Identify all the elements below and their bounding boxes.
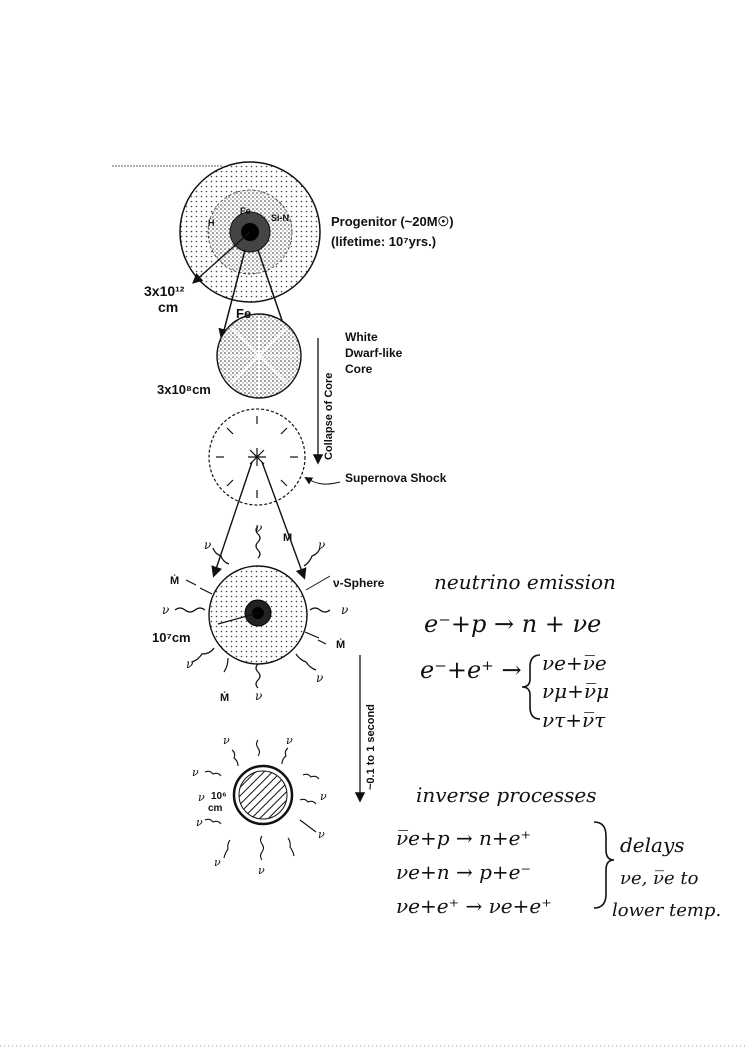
nu-label-topleft: ν bbox=[204, 538, 211, 552]
white-dwarf-core bbox=[216, 313, 302, 399]
core-element-label: Fe bbox=[236, 306, 251, 321]
neutrino-sphere-radius: 10⁷cm bbox=[152, 630, 191, 645]
supernova-shock bbox=[208, 408, 306, 506]
progenitor-radius-unit: cm bbox=[158, 299, 178, 315]
mdot-label-top: Ṁ bbox=[283, 531, 292, 544]
neutrino-rays bbox=[174, 525, 331, 689]
ns-nu-6: ν bbox=[196, 816, 203, 829]
ns-nu-8: ν bbox=[214, 856, 221, 869]
timescale-label: ~0.1 to 1 second bbox=[365, 704, 377, 790]
emission-eq-2-lhs: e⁻+e⁺ → bbox=[420, 656, 522, 684]
shock-pointer bbox=[304, 476, 341, 485]
collapse-label: Collapse of Core bbox=[323, 373, 335, 460]
ns-nu-1: ν bbox=[223, 734, 230, 747]
progenitor-radius-arrow bbox=[192, 231, 251, 284]
emission-product-2: νμ+ν̅μ bbox=[542, 679, 609, 703]
emission-brace bbox=[521, 654, 541, 720]
inverse-eq-1: ν̅e+p → n+e⁺ bbox=[396, 826, 531, 850]
progenitor-core-label-fe: Fe bbox=[240, 206, 251, 216]
neutron-star bbox=[232, 764, 294, 826]
core-label-line3: Core bbox=[345, 362, 373, 376]
ns-nu-9: ν bbox=[258, 864, 265, 877]
emission-title: neutrino emission bbox=[434, 570, 616, 594]
expand-arrow-left bbox=[211, 461, 253, 578]
inverse-brace bbox=[593, 821, 615, 909]
neutrino-sphere-pointer bbox=[305, 575, 331, 591]
neutron-star-radius-unit: cm bbox=[208, 803, 223, 814]
zoom-arrow-left bbox=[218, 249, 246, 341]
neutron-star-rays bbox=[204, 739, 320, 861]
mdot-label-left: Ṁ bbox=[170, 574, 179, 587]
inverse-eq-3: νe+e⁺ → νe+e⁺ bbox=[396, 894, 552, 918]
mdot-label-right: Ṁ bbox=[336, 638, 345, 651]
nu-label-left: ν bbox=[162, 603, 169, 617]
nu-label-bottomleft: ν bbox=[186, 657, 193, 671]
neutrino-sphere-radius-line bbox=[217, 612, 259, 625]
nu-label-bottom: ν bbox=[255, 689, 262, 703]
ns-nu-5: ν bbox=[320, 790, 327, 803]
progenitor-radius: 3x10¹² bbox=[144, 283, 185, 299]
neutron-star-radius: 10⁶ bbox=[211, 791, 227, 802]
ns-nu-3: ν bbox=[192, 766, 199, 779]
emission-eq-1: e⁻+p → n + νe bbox=[424, 610, 601, 638]
delays-line-3: lower temp. bbox=[612, 900, 721, 921]
progenitor-lifetime: (lifetime: 10⁷yrs.) bbox=[331, 234, 436, 249]
inverse-eq-2: νe+n → p+e⁻ bbox=[396, 860, 531, 884]
nu-label-topright: ν bbox=[318, 538, 325, 552]
ns-nu-2: ν bbox=[286, 734, 293, 747]
expand-arrow-right bbox=[261, 461, 307, 580]
emission-product-1: νe+ν̅e bbox=[542, 651, 607, 675]
nu-label-top: ν bbox=[255, 521, 262, 535]
shock-label: Supernova Shock bbox=[345, 471, 447, 485]
delays-line-2: νe, ν̅e to bbox=[620, 868, 699, 889]
handwritten-notes: neutrino emission e⁻+p → n + νe e⁻+e⁺ → … bbox=[396, 570, 721, 921]
ns-nu-4: ν bbox=[198, 791, 205, 804]
progenitor-title: Progenitor (~20M☉) bbox=[331, 214, 454, 229]
nu-label-bottomright: ν bbox=[316, 671, 323, 685]
emission-product-3: ντ+ν̅τ bbox=[542, 708, 606, 732]
core-label-line1: White bbox=[345, 330, 378, 344]
core-label-line2: Dwarf-like bbox=[345, 346, 403, 360]
neutrino-sphere bbox=[208, 565, 308, 665]
inverse-title: inverse processes bbox=[416, 783, 597, 807]
neutrino-sphere-label: ν-Sphere bbox=[333, 576, 385, 590]
delays-line-1: delays bbox=[620, 833, 685, 857]
progenitor-core-label-si: Si-N bbox=[271, 213, 289, 223]
mdot-label-bottom: Ṁ bbox=[220, 691, 229, 704]
nu-label-right: ν bbox=[341, 603, 348, 617]
core-radius: 3x10⁸cm bbox=[157, 382, 211, 397]
ns-nu-7: ν bbox=[318, 828, 325, 841]
progenitor-core-label-h: H bbox=[208, 218, 215, 228]
